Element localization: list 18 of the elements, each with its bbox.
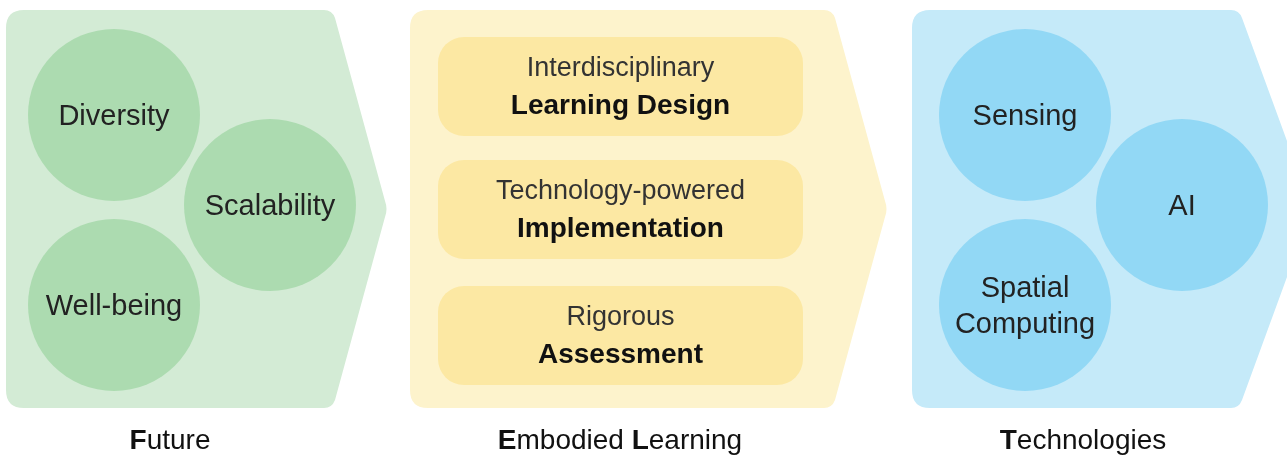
circle-label: Spatial Computing bbox=[953, 269, 1097, 341]
circle-label: Sensing bbox=[971, 97, 1079, 133]
box-heading: Learning Design bbox=[510, 87, 731, 122]
circle-label: Well-being bbox=[44, 287, 184, 323]
rounded-box bbox=[438, 160, 803, 259]
rounded-box bbox=[438, 286, 803, 385]
circle-label: Scalability bbox=[203, 187, 337, 223]
rounded-box bbox=[438, 37, 803, 136]
circle-label: AI bbox=[1167, 187, 1197, 223]
box-subtitle: Rigorous bbox=[566, 300, 675, 334]
circle-label: Diversity bbox=[57, 97, 171, 133]
box-subtitle: Technology-powered bbox=[495, 174, 746, 208]
box-heading: Implementation bbox=[517, 210, 724, 245]
panel-label: Technologies bbox=[999, 424, 1167, 456]
box-heading: Assessment bbox=[538, 336, 703, 371]
panel-label: Embodied Learning bbox=[497, 424, 743, 456]
panel-label: Future bbox=[129, 424, 211, 456]
box-subtitle: Interdisciplinary bbox=[526, 51, 715, 85]
